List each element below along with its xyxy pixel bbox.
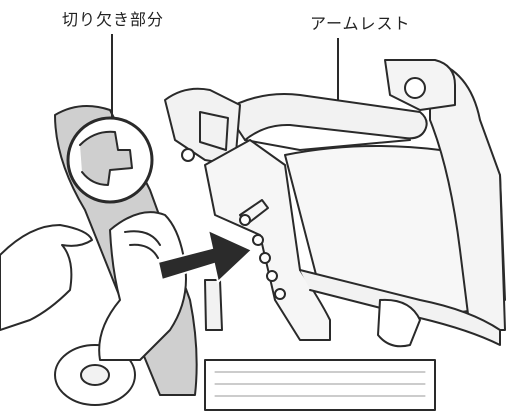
- insert-arrow-icon: [156, 228, 254, 284]
- right-hand-fingers: [124, 230, 161, 259]
- seat-back: [429, 59, 506, 331]
- frame-hole-3: [259, 252, 271, 264]
- bracket-screw: [181, 148, 195, 162]
- armrest-label: アームレスト: [310, 14, 411, 33]
- armrest: [224, 93, 428, 141]
- frame-hole-1: [239, 214, 251, 226]
- left-hand: [0, 224, 93, 331]
- frame-hole-2: [252, 234, 264, 246]
- armrest-inner-edge: [244, 139, 411, 151]
- caster-housing: [377, 298, 421, 348]
- magnified-cutout: [79, 130, 133, 186]
- right-hand: [98, 211, 187, 361]
- backrest-knob-disc: [404, 77, 426, 99]
- support-post: [204, 279, 223, 331]
- footplate: [204, 359, 436, 411]
- front-wheel-hub: [80, 364, 110, 386]
- cutout-label: 切り欠き部分: [62, 10, 165, 29]
- frame-hole-4: [266, 270, 278, 282]
- bracket-detail: [199, 111, 229, 151]
- footplate-texture: [214, 371, 426, 397]
- frame-hole-5: [274, 288, 286, 300]
